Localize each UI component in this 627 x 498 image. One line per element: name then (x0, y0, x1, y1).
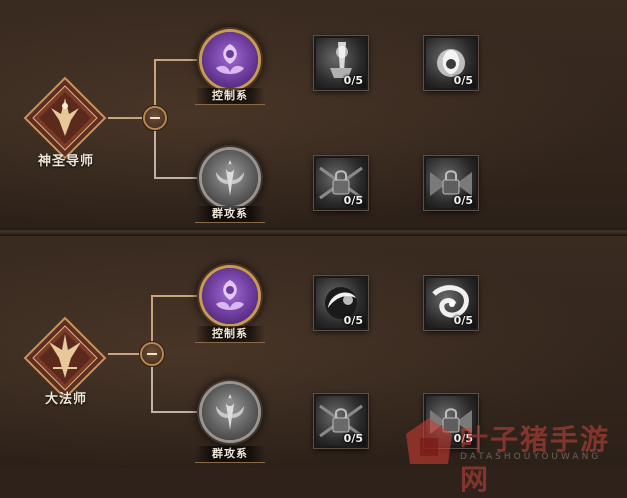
vortex-icon (432, 285, 469, 318)
control-branch-icon[interactable] (202, 32, 258, 88)
skill-points-count: 0/5 (453, 194, 473, 207)
crescent-burst-icon (325, 287, 357, 319)
skill-slot-crescent-burst[interactable]: 0/5 (314, 276, 368, 330)
locked-wings-icon (430, 170, 472, 196)
skill-points-count: 0/5 (343, 194, 363, 207)
locked-chain-icon (319, 404, 363, 438)
archmage-emblem-icon[interactable] (21, 314, 109, 402)
talent-tree-lines (108, 295, 300, 413)
branch-label-aoe: 群攻系 (195, 206, 265, 223)
aoe-branch-icon[interactable] (202, 150, 258, 206)
watermark-subtitle: DATASHOUYOUWANG (460, 452, 602, 462)
holy-mentor-emblem-icon[interactable] (21, 74, 109, 162)
collapse-minus-button[interactable] (145, 108, 165, 128)
flame-orb-icon (437, 49, 465, 77)
class-name: 神圣导师 (37, 154, 94, 169)
talent-panel-archmage: 大法师 控制系 群攻系 0/5 0/5 (0, 236, 627, 468)
branch-label-control: 控制系 (195, 88, 265, 105)
branch-label-control: 控制系 (195, 326, 265, 343)
skill-slot-light-pillar[interactable]: 0/5 (314, 36, 368, 90)
class-name: 大法师 (44, 392, 87, 407)
skill-points-count: 0/5 (453, 432, 473, 445)
skill-slot-vortex[interactable]: 0/5 (424, 276, 478, 330)
talent-panel-holy-mentor: 神圣导师 控制系 群攻系 0/5 0/5 (0, 0, 627, 228)
skill-slot-locked-wings[interactable]: 0/5 (424, 156, 478, 210)
skill-points-count: 0/5 (343, 74, 363, 87)
skill-slot-locked-chain[interactable]: 0/5 (314, 156, 368, 210)
locked-chain-icon (319, 166, 363, 200)
talent-tree-lines (108, 59, 300, 179)
skill-points-count: 0/5 (343, 432, 363, 445)
aoe-branch-icon[interactable] (202, 384, 258, 440)
skill-points-count: 0/5 (453, 314, 473, 327)
light-pillar-icon (330, 42, 352, 78)
skill-points-count: 0/5 (343, 314, 363, 327)
skill-points-count: 0/5 (453, 74, 473, 87)
site-watermark: 叶子猪手游网 DATASHOUYOUWANG (402, 410, 627, 496)
branch-label-aoe: 群攻系 (195, 446, 265, 463)
skill-slot-flame-orb[interactable]: 0/5 (424, 36, 478, 90)
control-branch-icon[interactable] (202, 268, 258, 324)
collapse-minus-button[interactable] (142, 344, 162, 364)
skill-slot-locked-chain[interactable]: 0/5 (314, 394, 368, 448)
watermark-logo-icon (406, 418, 452, 464)
panel-divider (0, 228, 627, 236)
